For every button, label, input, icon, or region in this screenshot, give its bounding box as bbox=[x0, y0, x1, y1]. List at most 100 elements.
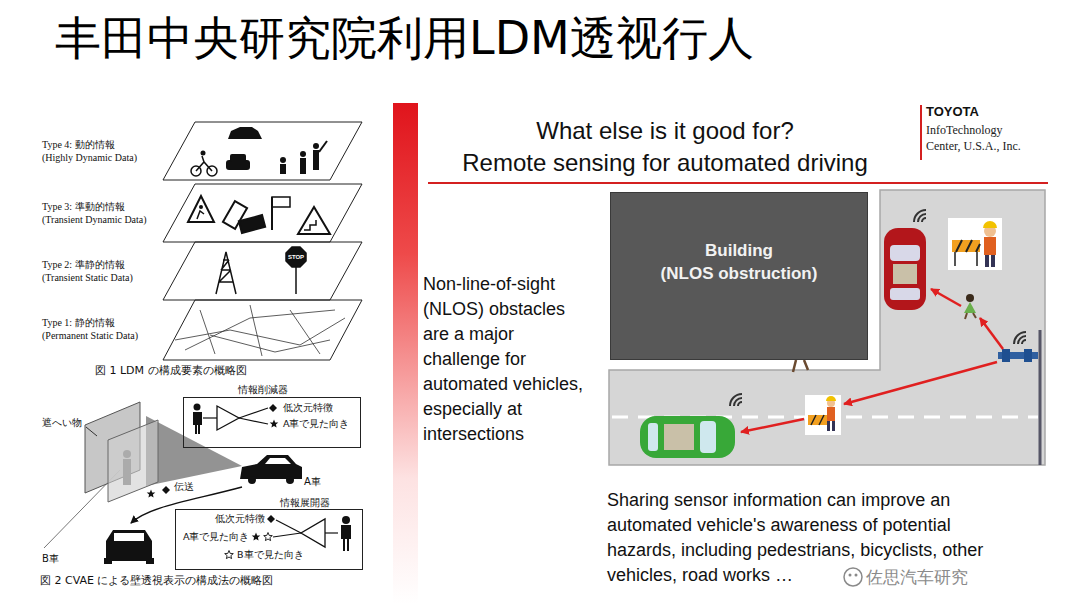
green-car bbox=[664, 424, 694, 450]
data-layer: Type 2: 準静的情報 (Transient Static Data) bbox=[40, 240, 364, 304]
road-work-icon bbox=[832, 421, 835, 431]
stop-sign-text: STOP bbox=[286, 254, 306, 260]
red-car bbox=[893, 264, 917, 284]
green-car bbox=[640, 416, 735, 458]
sharing-arrow bbox=[844, 362, 997, 404]
signal-line bbox=[239, 408, 268, 418]
road-work-icon bbox=[826, 396, 836, 401]
layer-label: Type 4: 動的情報 (Highly Dynamic Data) bbox=[42, 138, 140, 164]
star-symbol bbox=[147, 490, 156, 498]
transfer-label: 伝送 bbox=[174, 481, 194, 493]
red-car bbox=[884, 228, 926, 310]
building-label: (NLOS obstruction) bbox=[661, 262, 818, 285]
watermark: 佐思汽车研究 bbox=[866, 566, 968, 588]
reducer-symbol bbox=[217, 406, 239, 430]
person-icon bbox=[194, 404, 201, 411]
box-text: A車で見た向き bbox=[183, 531, 250, 543]
green-car bbox=[648, 423, 658, 451]
road-work-icon bbox=[811, 415, 824, 425]
layer-icons bbox=[280, 164, 286, 174]
logo-mark bbox=[920, 105, 922, 160]
sensing-beam bbox=[146, 416, 242, 486]
layer-icons bbox=[286, 247, 306, 267]
accent-bar bbox=[393, 103, 418, 604]
car-b bbox=[146, 558, 154, 564]
map-lines bbox=[175, 305, 345, 356]
signal-pole bbox=[1002, 349, 1010, 362]
data-layer: Type 1: 静的情報 (Permanent Static Data) bbox=[40, 298, 364, 364]
layer-icons bbox=[239, 215, 265, 233]
text-slot: A車 bbox=[304, 476, 321, 488]
layer-icons bbox=[304, 220, 316, 230]
layer-icons bbox=[228, 127, 262, 139]
layer-icons bbox=[298, 207, 330, 234]
road-work-icon bbox=[948, 218, 1002, 270]
text-slot: 遮へい物 bbox=[42, 417, 82, 429]
road-work-icon bbox=[827, 421, 830, 431]
pedestrian-child bbox=[965, 313, 976, 319]
building-label: Building bbox=[705, 239, 773, 262]
wireless-signal bbox=[730, 394, 742, 406]
slide-heading: What else is it good for? bbox=[430, 116, 900, 146]
text-slot: B車で見た向き bbox=[237, 549, 304, 561]
slide-note: Non-line-of-sight (NLOS) obstacles are a… bbox=[423, 272, 589, 447]
road-work-icon bbox=[956, 240, 980, 252]
car-a bbox=[265, 458, 291, 464]
logo-mark bbox=[920, 105, 922, 160]
box-text: A車で見た向き bbox=[283, 418, 350, 430]
car-a bbox=[240, 455, 302, 484]
road-work-icon bbox=[991, 255, 995, 267]
map-lines bbox=[210, 335, 330, 352]
layer-icons bbox=[313, 143, 319, 149]
watermark-icon bbox=[849, 574, 852, 577]
signal-line bbox=[203, 417, 217, 418]
car-label: A車 bbox=[304, 476, 321, 488]
text-slot: B車 bbox=[42, 553, 59, 565]
person-icon bbox=[193, 412, 202, 434]
layer-icons bbox=[191, 127, 327, 176]
signal-pole bbox=[1024, 349, 1032, 362]
accent-bar bbox=[393, 103, 418, 604]
road bbox=[609, 190, 1045, 465]
layer-outline bbox=[163, 122, 362, 180]
text-slot: Type 1: 静的情報 (Permanent Static Data) bbox=[42, 316, 142, 342]
text-slot: 伝送 bbox=[174, 481, 194, 493]
watermark-icon bbox=[855, 574, 858, 577]
text-slot: 丰田中央研究院利用LDM透视行人 bbox=[55, 10, 754, 66]
car-b bbox=[106, 530, 152, 561]
layer-label: Type 3: 準動的情報 (Transient Dynamic Data) bbox=[42, 200, 150, 226]
text-slot: 図 2 CVAE による壁透視表示の構成法の概略図 bbox=[40, 574, 273, 588]
heading-rule bbox=[428, 182, 1048, 184]
green-car bbox=[700, 421, 716, 453]
layer-outline bbox=[163, 242, 362, 300]
sensing-beam bbox=[146, 416, 242, 486]
text-slot: Non-line-of-sight (NLOS) obstacles are a… bbox=[423, 272, 589, 447]
text-slot: Type 4: 動的情報 (Highly Dynamic Data) bbox=[42, 138, 140, 164]
star-symbol bbox=[225, 551, 234, 559]
star-symbol bbox=[270, 420, 279, 428]
diamond-symbol bbox=[162, 486, 170, 494]
road-work-icon bbox=[976, 252, 978, 266]
signal-pole bbox=[1039, 330, 1042, 465]
red-car bbox=[890, 288, 920, 300]
data-layer: Type 4: 動的情報 (Highly Dynamic Data) bbox=[40, 120, 364, 184]
road-work-icon bbox=[985, 255, 989, 267]
red-car bbox=[884, 228, 926, 310]
red-car bbox=[890, 245, 920, 261]
car-b bbox=[104, 558, 112, 564]
car-a bbox=[240, 455, 302, 479]
person-icon bbox=[341, 525, 351, 551]
star-symbol bbox=[252, 533, 261, 541]
layer-icons bbox=[272, 197, 290, 207]
layer-icons bbox=[300, 158, 306, 174]
text-slot: 図 1 LDM の構成要素の概略図 bbox=[95, 364, 247, 378]
occluder-walls bbox=[108, 420, 158, 502]
text-slot: 低次元特徴 bbox=[283, 402, 333, 414]
diamond-symbol bbox=[269, 404, 277, 412]
figure-caption: 図 1 LDM の構成要素の概略図 bbox=[95, 364, 247, 378]
signal-line bbox=[273, 533, 301, 537]
box-heading: 情報削減器 bbox=[238, 384, 288, 396]
pedestrian-child bbox=[964, 294, 976, 319]
box-text: 低次元特徴 bbox=[215, 513, 265, 525]
